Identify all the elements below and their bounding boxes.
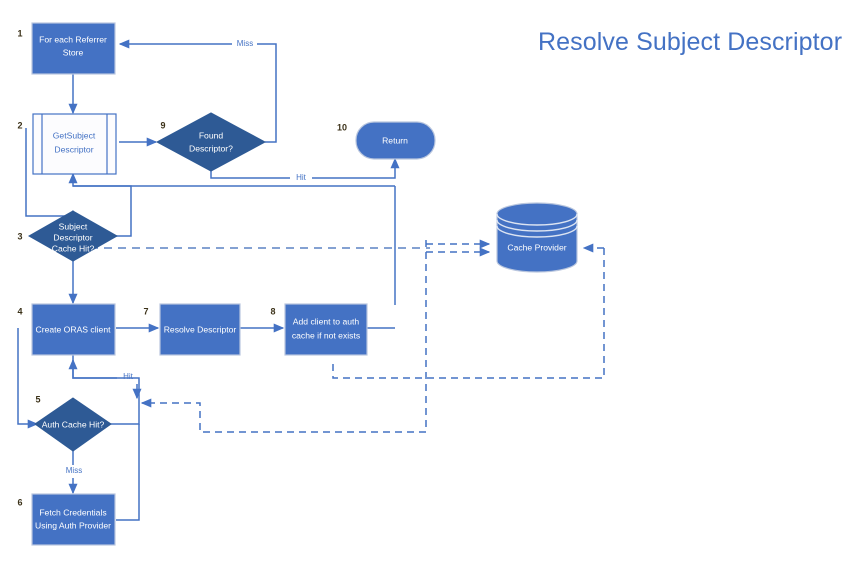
- step-number-4: 4: [17, 306, 22, 316]
- step-number-8: 8: [270, 306, 275, 316]
- step-number-3: 3: [17, 231, 22, 241]
- node-shape-decision: [34, 397, 112, 452]
- node-label-line-1: Fetch Credentials: [39, 507, 106, 517]
- node-add-client-to-auth-cache[interactable]: Add client to auth cache if not exists: [284, 303, 368, 356]
- node-label-line-1: Return: [382, 135, 408, 145]
- step-number-2: 2: [17, 120, 22, 130]
- node-label-line-1: Create ORAS client: [36, 324, 112, 334]
- cylinder-top-ellipse: [496, 213, 578, 226]
- node-label-cache-provider: Cache Provider: [507, 242, 566, 252]
- node-label-line-1: For each Referrer: [39, 34, 107, 44]
- cylinder-ring-1: [496, 219, 578, 232]
- node-fetch-credentials-using-auth-provider[interactable]: Fetch Credentials Using Auth Provider: [31, 493, 116, 546]
- node-label-line-1: Auth Cache Hit?: [42, 419, 105, 429]
- node-get-subject-descriptor[interactable]: GetSubject Descriptor: [32, 113, 117, 175]
- node-label-line-1: GetSubject: [53, 130, 96, 140]
- node-label-line-2: Descriptor: [53, 232, 92, 242]
- edge-dashed-provider-to-auth-cache-hit: [140, 252, 427, 433]
- edge-fetch-credentials-to-riser: [116, 424, 140, 521]
- node-shape-decision: [155, 112, 267, 172]
- cylinder-ring-2: [496, 225, 578, 238]
- edge-label-auth-cache-miss: Miss: [66, 466, 82, 475]
- node-found-descriptor[interactable]: Found Descriptor?: [155, 112, 267, 172]
- node-label-line-1: Subject: [59, 221, 88, 231]
- node-label-line-2: Descriptor?: [189, 143, 233, 153]
- node-label-line-2: Store: [63, 47, 84, 57]
- edge-label-auth-cache-hit: Hit: [123, 372, 134, 381]
- node-shape-process: [31, 493, 116, 546]
- edge-label-found-descriptor-miss: Miss: [237, 39, 253, 48]
- step-number-9: 9: [160, 120, 165, 130]
- node-shape-process: [159, 303, 241, 356]
- edge-label-bg-miss-found: [232, 37, 257, 50]
- node-label-line-1: Found: [199, 130, 224, 140]
- edge-label-bg-miss-auth: [61, 465, 87, 478]
- node-resolve-descriptor[interactable]: Resolve Descriptor: [159, 303, 241, 356]
- node-label-line-2: Descriptor: [54, 144, 93, 154]
- node-cache-provider[interactable]: Cache Provider: [496, 202, 578, 273]
- edge-auth-cache-hit-to-create-oras: [68, 358, 140, 425]
- node-label-line-2: cache if not exists: [292, 330, 360, 340]
- node-shape-terminator: [355, 121, 436, 160]
- diagram-title: Resolve Subject Descriptor: [538, 28, 843, 56]
- node-label-line-1: Add client to auth: [293, 316, 360, 326]
- node-shape-decision: [27, 210, 119, 262]
- node-subject-descriptor-cache-hit[interactable]: Subject Descriptor Cache Hit?: [27, 210, 119, 262]
- node-for-each-referrer-store[interactable]: For each Referrer Store: [31, 22, 116, 75]
- edge-found-descriptor-miss-to-referrer-store: [118, 39, 277, 143]
- step-number-5: 5: [35, 394, 40, 404]
- edge-create-oras-to-auth-cache-hit: [17, 328, 39, 429]
- edge-label-bg-hit-found: [290, 172, 312, 185]
- node-auth-cache-hit[interactable]: Auth Cache Hit?: [34, 397, 112, 452]
- node-label-line-1: Resolve Descriptor: [164, 324, 237, 334]
- step-number-1: 1: [17, 28, 22, 38]
- step-number-10: 10: [337, 122, 347, 132]
- node-return[interactable]: Return: [355, 121, 436, 160]
- edge-label-found-descriptor-hit: Hit: [296, 173, 307, 182]
- edge-dashed-provider-to-add-client: [332, 248, 605, 379]
- node-shape-predefined-process: [32, 113, 117, 175]
- node-label-line-2: Using Auth Provider: [35, 520, 111, 530]
- node-shape-process: [31, 303, 116, 356]
- step-number-6: 6: [17, 497, 22, 507]
- node-label-line-3: Cache Hit?: [52, 243, 95, 253]
- node-shape-process: [31, 22, 116, 75]
- step-number-7: 7: [143, 306, 148, 316]
- node-shape-process: [284, 303, 368, 356]
- node-create-oras-client[interactable]: Create ORAS client: [31, 303, 116, 356]
